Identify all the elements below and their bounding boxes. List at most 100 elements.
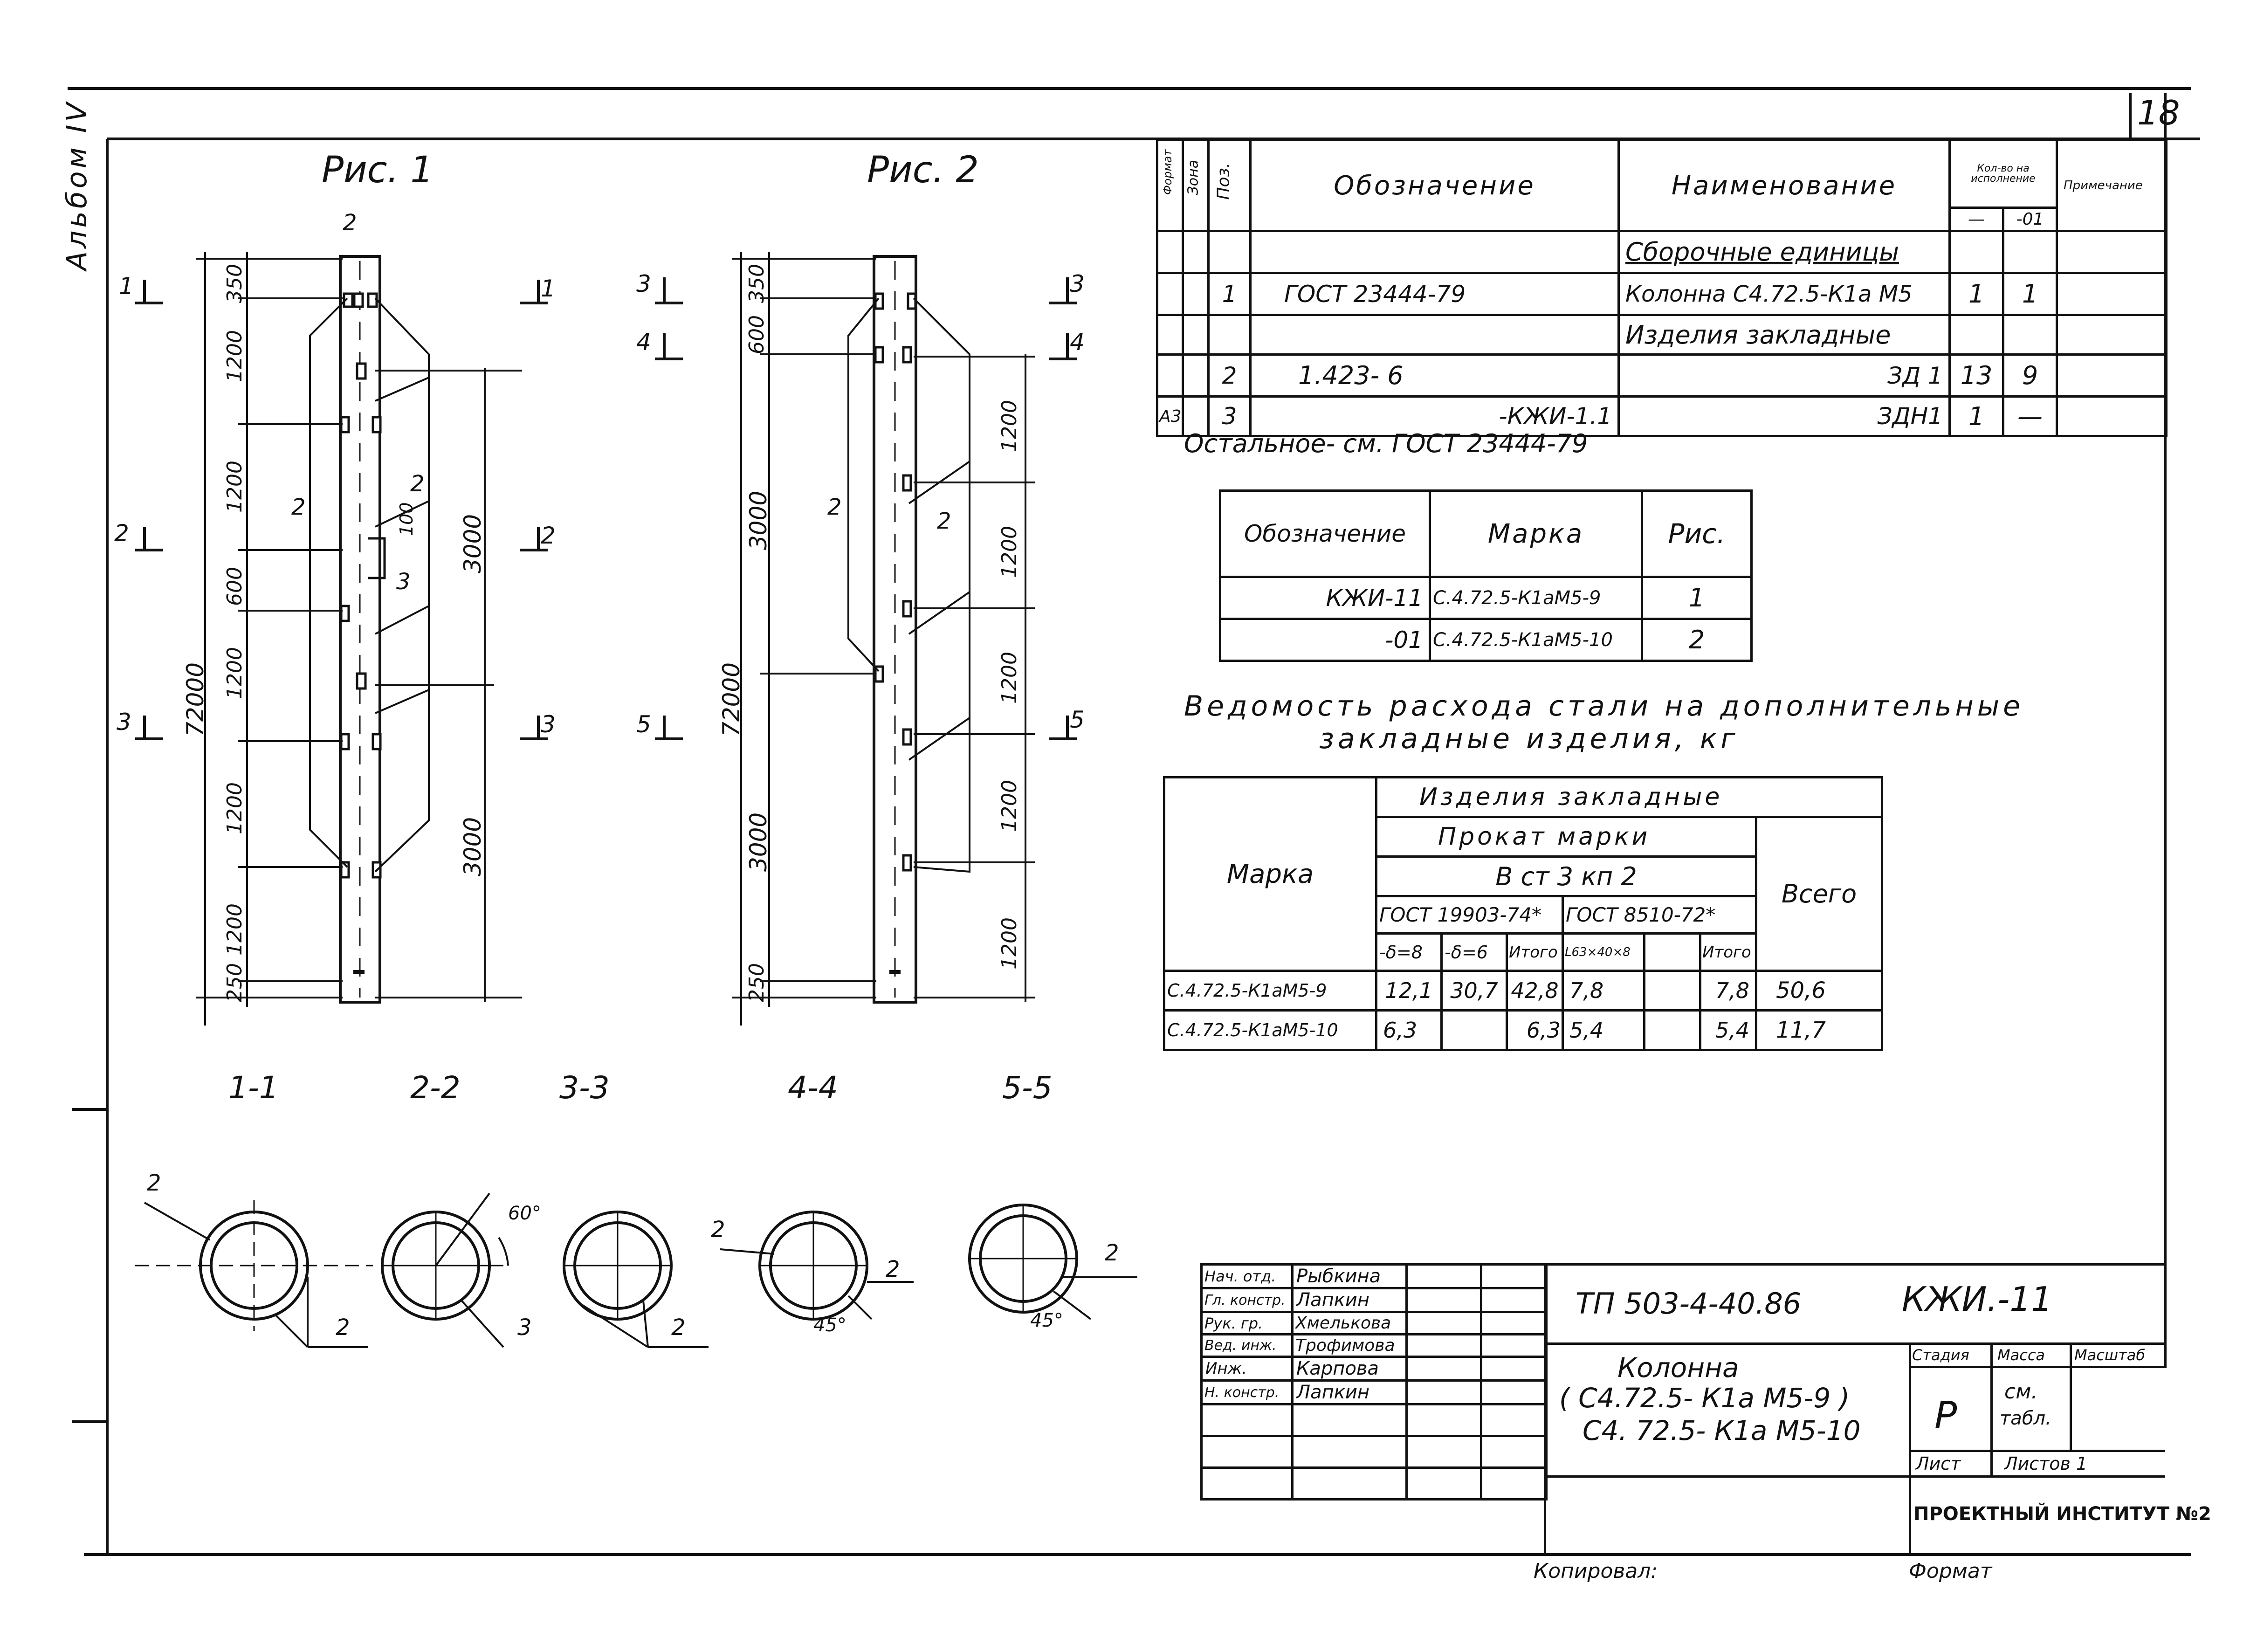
fig1-pos-3: 3 [396, 569, 411, 595]
fig2-dim-3000: 3000 [745, 812, 772, 872]
steel-h-total: Всего [1755, 816, 1884, 972]
signer-name: Рыбкина [1291, 1263, 1408, 1289]
spec-table: Формат Зона Поз. Обозначение Наименовани… [1156, 139, 2168, 437]
object-line-2: ( С4.72.5- К1а М5-9 ) [1559, 1382, 1850, 1414]
steel-sub: Итого [1699, 932, 1757, 972]
empty-cell [1200, 1403, 1294, 1437]
date-cell [1480, 1287, 1548, 1313]
spec-cell: ЗДН1 [1617, 395, 1951, 437]
fig2-dim-600: 600 [745, 315, 769, 354]
empty-cell [1291, 1466, 1408, 1501]
section-mark: 2 [541, 522, 556, 549]
angle-45: 45° [1030, 1310, 1063, 1331]
fig2-embed [902, 474, 912, 492]
sheet-number: 18 [2137, 93, 2180, 132]
fig2-embed [902, 728, 912, 746]
section-pos: 2 [886, 1256, 900, 1282]
rest-note: Остальное- см. ГОСТ 23444-79 [1184, 429, 1588, 458]
signature [1405, 1356, 1482, 1382]
steel-cell: 30,7 [1440, 970, 1508, 1012]
spec-h-pos: Поз. [1207, 139, 1252, 232]
marks-cell: С.4.72.5-К1аМ5-9 [1429, 576, 1643, 620]
spec-cell [2056, 272, 2168, 316]
spec-h-qty: Кол-во на исполнение [1948, 139, 2058, 209]
title-block-divider [1990, 1342, 1993, 1475]
spec-cell: 3 [1207, 395, 1252, 437]
spec-cell [1948, 314, 2004, 356]
fig1-dim-1200: 1200 [223, 461, 247, 513]
section-pos: 2 [711, 1217, 725, 1243]
spec-cell: -КЖИ-1.1 [1249, 395, 1620, 437]
fig2-leader-right [913, 297, 970, 873]
steel-cell: 6,3 [1506, 1009, 1564, 1051]
section-mark: 3 [541, 711, 556, 738]
section-mark: 4 [636, 329, 651, 356]
role: Гл. констр. [1200, 1287, 1294, 1313]
spec-cell: 1 [2002, 272, 2058, 316]
fig2-embed [907, 292, 917, 310]
spec-h-designation: Обозначение [1249, 139, 1620, 232]
steel-cell: 7,8 [1699, 970, 1757, 1012]
spec-cell [2002, 230, 2058, 274]
signature [1405, 1333, 1482, 1358]
section-mark: 3 [636, 270, 651, 297]
spec-cell [2056, 314, 2168, 356]
spec-cell [2056, 230, 2168, 274]
steel-cell [1643, 970, 1701, 1012]
spec-cell [1156, 314, 1184, 356]
empty-cell [1200, 1435, 1294, 1469]
fig2-embed [902, 346, 912, 364]
signature [1405, 1287, 1482, 1313]
section-pos: 2 [147, 1170, 161, 1196]
spec-cell [1182, 230, 1210, 274]
album-label: Альбом IV [61, 100, 93, 270]
section-pos: 2 [1105, 1240, 1119, 1266]
format-label: Формат [1909, 1559, 1992, 1583]
empty-cell [1480, 1435, 1548, 1469]
angle-60: 60° [508, 1203, 541, 1224]
section-label-3-3: 3-3 [559, 1070, 610, 1106]
steel-sub: Итого [1506, 932, 1564, 972]
spec-cell [1948, 230, 2004, 274]
section-pos: 3 [517, 1315, 532, 1341]
section-label-4-4: 4-4 [788, 1070, 838, 1106]
spec-cell [2056, 395, 2168, 437]
steel-sub: -δ=6 [1440, 932, 1508, 972]
fig1-anchor-plate [368, 537, 386, 579]
spec-h-name: Наименование [1617, 139, 1951, 232]
spec-h-qty-b: -01 [2002, 206, 2058, 232]
fig1-leader [375, 377, 429, 402]
steel-sub: L63×40×8 [1562, 932, 1645, 972]
spec-cell [2002, 314, 2058, 356]
signer-name: Хмелькова [1291, 1311, 1408, 1335]
fig1-dim-1200: 1200 [223, 903, 247, 956]
steel-cell: 12,1 [1375, 970, 1443, 1012]
fig1-leader [375, 605, 429, 635]
angle-45: 45° [813, 1315, 846, 1336]
fig1-embed [343, 292, 354, 308]
fig1-leader [375, 500, 429, 528]
fig2-dim-1200: 1200 [998, 780, 1021, 832]
section-label-5-5: 5-5 [1002, 1070, 1053, 1106]
steel-title-2: закладные изделия, кг [1319, 723, 1739, 755]
fig1-leader-right [374, 297, 430, 873]
steel-cell: 7,8 [1562, 970, 1645, 1012]
spec-cell: — [2002, 395, 2058, 437]
steel-cell [1643, 1009, 1701, 1051]
fig2-dim-1200: 1200 [998, 400, 1021, 452]
fig2-embed [902, 854, 912, 872]
role: Н. констр. [1200, 1379, 1294, 1405]
signer-name: Трофимова [1291, 1333, 1408, 1358]
date-cell [1480, 1379, 1548, 1405]
section-pos: 2 [671, 1315, 686, 1341]
steel-cell: 50,6 [1755, 970, 1884, 1012]
spec-cell: ЗД 1 [1617, 353, 1951, 398]
fig1-embed [340, 605, 350, 622]
fig1-embed [356, 672, 367, 690]
fig2-dim-350: 350 [745, 264, 769, 303]
steel-h-steel: В ст 3 кп 2 [1375, 855, 1757, 897]
spec-cell: ГОСТ 23444-79 [1249, 272, 1620, 316]
section-mark: 2 [114, 520, 129, 547]
fig2-title: Рис. 2 [867, 149, 979, 191]
empty-cell [1405, 1435, 1482, 1469]
